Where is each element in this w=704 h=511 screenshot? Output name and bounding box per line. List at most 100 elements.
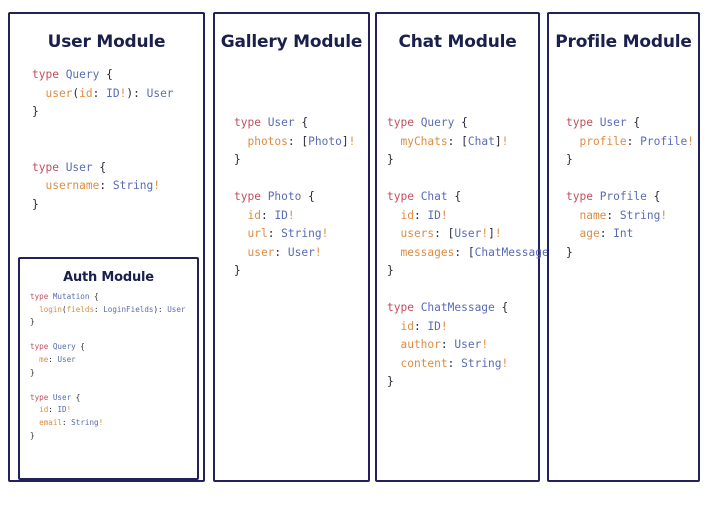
- code-token: Photo: [308, 134, 342, 148]
- code-token: User: [599, 116, 627, 129]
- code-token: {: [454, 116, 468, 129]
- code-token: }: [387, 375, 394, 388]
- module-card-gallery[interactable]: Gallery Module type User { photos: [Phot…: [213, 12, 370, 482]
- code-token: :: [92, 86, 107, 100]
- code-token: :: [274, 245, 288, 259]
- code-token: type: [30, 342, 53, 352]
- module-card-chat[interactable]: Chat Module type Query { myChats: [Chat]…: [375, 12, 562, 482]
- code-token: User: [287, 245, 315, 259]
- code-token: }: [30, 430, 35, 440]
- code-token: String: [281, 227, 322, 240]
- code-token: type: [387, 190, 421, 203]
- code-token: [: [461, 134, 468, 148]
- schema-code-gallery: type User { photos: [Photo]! } type Phot…: [234, 114, 368, 281]
- code-token: Profile: [640, 134, 688, 148]
- module-title-profile: Profile Module: [555, 32, 692, 52]
- code-token: User: [267, 116, 295, 129]
- code-token: User: [146, 86, 174, 100]
- code-token: :: [48, 405, 58, 415]
- code-token: User: [454, 227, 482, 240]
- code-token: !: [501, 356, 509, 370]
- code-token: }: [32, 105, 39, 118]
- code-token: type: [234, 116, 268, 129]
- code-token: name: [566, 208, 607, 222]
- code-token: type: [32, 160, 66, 174]
- code-token: messages: [387, 245, 455, 259]
- code-token: :: [48, 354, 58, 364]
- code-token: url: [234, 227, 268, 240]
- code-token: ):: [126, 86, 147, 100]
- code-token: {: [294, 116, 309, 129]
- code-token: !: [153, 179, 161, 192]
- code-token: ):: [153, 304, 168, 314]
- code-token: {: [646, 190, 661, 203]
- code-token: :: [440, 338, 455, 351]
- module-card-user[interactable]: User Module type Query { user(id: ID!): …: [8, 12, 205, 482]
- code-token: (: [72, 86, 80, 100]
- code-token: !: [287, 208, 295, 222]
- code-token: type: [32, 68, 66, 81]
- schema-code-auth: type Mutation { login(fields: LoginField…: [30, 291, 197, 442]
- code-token: type: [234, 190, 268, 203]
- code-token: :: [599, 227, 614, 240]
- code-token: !: [119, 86, 127, 100]
- code-token: !: [348, 134, 356, 148]
- code-token: User: [454, 338, 482, 351]
- code-token: String: [71, 417, 99, 427]
- code-token: Int: [613, 227, 634, 240]
- code-token: type: [30, 392, 53, 402]
- code-token: LoginFields: [103, 304, 154, 314]
- code-token: !: [314, 245, 322, 259]
- module-card-profile[interactable]: Profile Module type User { profile: Prof…: [547, 12, 700, 482]
- code-token: Mutation: [52, 292, 90, 301]
- code-token: ]: [341, 134, 349, 148]
- code-token: String: [619, 208, 661, 222]
- code-token: !: [660, 208, 668, 222]
- code-token: String: [112, 179, 154, 192]
- module-title-gallery: Gallery Module: [220, 32, 363, 52]
- code-token: !: [494, 227, 502, 240]
- code-token: age: [566, 227, 600, 240]
- code-token: :: [447, 356, 462, 370]
- code-token: email: [30, 417, 63, 427]
- code-token: !: [481, 338, 489, 351]
- code-token: Profile: [599, 190, 647, 203]
- code-token: }: [566, 245, 573, 259]
- code-token: :: [606, 208, 620, 222]
- code-token: ID: [274, 208, 288, 222]
- code-token: :: [454, 245, 468, 259]
- code-token: Chat: [467, 134, 495, 148]
- code-token: :: [447, 134, 462, 148]
- code-token: :: [413, 319, 428, 333]
- schema-code-profile: type User { profile: Profile! } type Pro…: [566, 114, 698, 262]
- code-token: }: [387, 264, 394, 277]
- code-token: User: [52, 392, 72, 402]
- code-token: {: [301, 190, 315, 203]
- code-token: type: [566, 190, 600, 203]
- code-token: id: [387, 319, 414, 333]
- code-token: :: [94, 304, 104, 314]
- code-token: user: [234, 245, 275, 259]
- code-token: }: [234, 264, 241, 277]
- module-card-auth[interactable]: Auth Module type Mutation { login(fields…: [18, 257, 199, 480]
- code-token: ]: [488, 227, 495, 240]
- code-token: }: [30, 317, 35, 327]
- code-token: !: [98, 417, 104, 427]
- code-token: :: [267, 227, 282, 240]
- code-token: Query: [65, 68, 100, 81]
- code-token: }: [387, 153, 394, 166]
- code-token: :: [99, 179, 113, 192]
- code-token: !: [321, 227, 329, 240]
- code-token: ID: [427, 208, 441, 222]
- code-token: myChats: [387, 134, 448, 148]
- code-token: username: [32, 179, 100, 192]
- code-token: {: [75, 342, 85, 352]
- code-token: {: [89, 292, 99, 301]
- code-token: user: [32, 86, 73, 100]
- code-token: type: [387, 116, 421, 129]
- code-token: ID: [106, 86, 120, 100]
- code-token: [: [301, 134, 309, 148]
- code-token: ]: [494, 134, 502, 148]
- code-token: !: [440, 319, 448, 333]
- code-token: login: [30, 304, 63, 314]
